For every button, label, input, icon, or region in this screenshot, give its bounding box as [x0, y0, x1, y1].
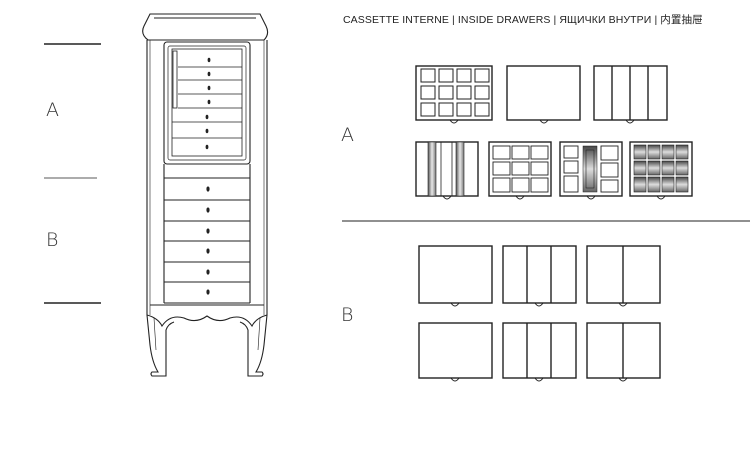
section-label-a: A	[341, 124, 354, 146]
cabinet-upper-knobs	[205, 57, 211, 150]
drawer-b-two-2	[586, 322, 661, 382]
drawer-four-compartments	[593, 65, 668, 124]
cabinet-label-a: A	[46, 99, 59, 121]
cabinet-drawing	[142, 13, 269, 377]
cabinet-upper-drawers	[171, 48, 243, 157]
cabinet-lower-knobs	[206, 186, 210, 295]
drawer-b-plain-2	[418, 322, 493, 382]
drawer-plain	[506, 65, 581, 124]
drawer-b-two-1	[586, 245, 661, 307]
cabinet-lower-drawers	[163, 164, 251, 304]
drawer-b-three-1	[502, 245, 577, 307]
cabinet-label-b: B	[46, 229, 59, 251]
section-a-drawers	[415, 65, 693, 200]
section-label-b: B	[341, 304, 354, 326]
dimension-marks	[44, 43, 101, 304]
drawer-mixed-compartments	[559, 141, 623, 200]
drawer-shaded-grid	[629, 141, 693, 200]
drawer-shaded-dividers	[415, 141, 479, 200]
page-title: CASSETTE INTERNE | INSIDE DRAWERS | ЯЩИЧ…	[343, 14, 703, 26]
drawer-b-three-2	[502, 322, 577, 382]
section-b-drawers	[418, 245, 661, 382]
drawer-b-plain-1	[418, 245, 493, 307]
drawer-grid-3x3	[488, 141, 552, 200]
drawer-grid-4x2	[415, 65, 493, 124]
